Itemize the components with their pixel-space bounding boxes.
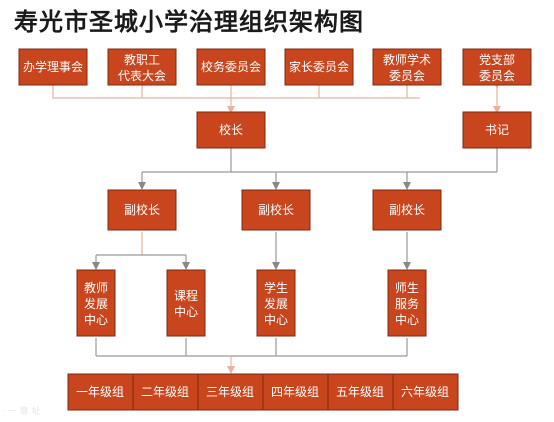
node-grade-5: 五年级组 <box>327 373 394 411</box>
grade-connectors <box>95 338 408 374</box>
node-vp-1-label: 副校长 <box>124 202 160 217</box>
node-student-center: 学生 发展 中心 <box>256 269 296 337</box>
node-principal: 校长 <box>196 111 266 149</box>
node-party-line-2: 委员会 <box>479 69 515 83</box>
node-secretary-label: 书记 <box>485 123 509 137</box>
node-parents: 家长委员会 <box>284 48 354 86</box>
node-teacher-center-line-3: 中心 <box>84 312 108 327</box>
node-parents-label: 家长委员会 <box>289 59 349 74</box>
node-principal-label: 校长 <box>219 122 243 137</box>
node-grade-5-label: 五年级组 <box>336 385 384 399</box>
node-board: 办学理事会 <box>18 48 88 86</box>
node-vp-3: 副校长 <box>372 189 442 231</box>
node-student-center-line-2: 发展 <box>264 296 288 311</box>
node-grade-3: 三年级组 <box>197 373 264 411</box>
node-vp-2-label: 副校长 <box>258 202 294 217</box>
node-secretary: 书记 <box>462 111 532 149</box>
node-grade-1: 一年级组 <box>67 373 134 411</box>
connector-board <box>52 85 420 99</box>
node-vp-1: 副校长 <box>107 189 177 231</box>
node-teacher-center-line-2: 发展 <box>84 296 108 311</box>
node-staff-service-line-2: 服务 <box>395 296 419 311</box>
node-grade-2-label: 二年级组 <box>141 385 189 399</box>
node-staff-congress: 教职工 代表大会 <box>107 48 177 86</box>
node-student-center-line-3: 中心 <box>264 312 288 327</box>
center-connectors <box>92 232 411 270</box>
leadership-connectors <box>138 148 498 190</box>
node-vp-2: 副校长 <box>241 189 311 231</box>
node-grade-3-label: 三年级组 <box>206 385 254 399</box>
node-grade-1-label: 一年级组 <box>76 385 124 399</box>
node-party-line-1: 党支部 <box>479 52 515 67</box>
node-academic-line-1: 教师学术 <box>383 52 431 67</box>
node-academic-line-2: 委员会 <box>389 69 425 83</box>
node-teacher-center-line-1: 教师 <box>84 280 108 295</box>
node-curriculum: 课程 中心 <box>166 269 206 337</box>
node-curriculum-line-2: 中心 <box>174 304 198 319</box>
node-grade-2: 二年级组 <box>132 373 199 411</box>
node-school-affairs: 校务委员会 <box>196 48 266 86</box>
node-grade-6-label: 六年级组 <box>401 385 449 399</box>
node-teacher-center: 教师 发展 中心 <box>76 269 116 337</box>
page-title: 寿光市圣城小学治理组织架构图 <box>14 8 364 36</box>
node-staff-congress-line-1: 教职工 <box>124 52 160 67</box>
node-grade-6: 六年级组 <box>392 373 459 411</box>
node-student-center-line-1: 学生 <box>264 280 288 295</box>
node-staff-service-line-1: 师生 <box>395 281 419 295</box>
node-curriculum-line-1: 课程 <box>174 288 198 303</box>
node-academic: 教师学术 委员会 <box>372 48 442 86</box>
node-school-affairs-label: 校务委员会 <box>201 59 261 74</box>
node-staff-service: 师生 服务 中心 <box>387 269 427 337</box>
committee-connectors <box>52 81 501 114</box>
node-grade-4: 四年级组 <box>262 373 329 411</box>
node-party: 党支部 委员会 <box>462 48 532 86</box>
node-staff-service-line-3: 中心 <box>395 312 419 327</box>
watermark: · 一 靠 址 <box>2 407 41 417</box>
node-grade-4-label: 四年级组 <box>271 385 319 399</box>
node-vp-3-label: 副校长 <box>389 202 425 217</box>
node-staff-congress-line-2: 代表大会 <box>118 69 166 83</box>
node-board-label: 办学理事会 <box>23 59 83 74</box>
